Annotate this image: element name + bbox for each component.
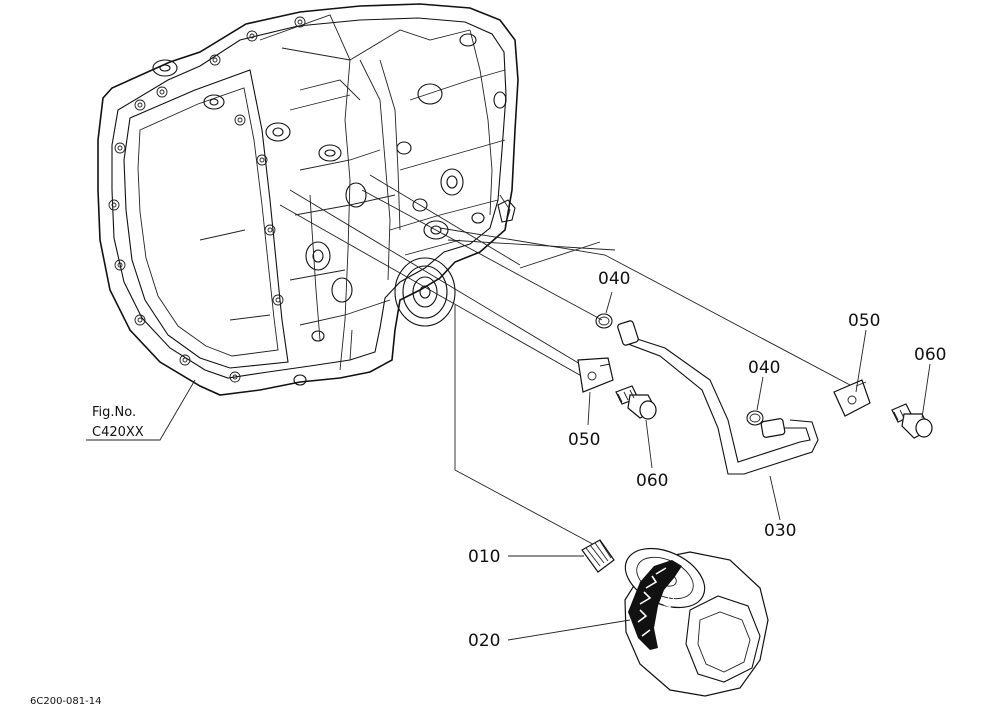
callout-010: 010 (468, 547, 500, 567)
fig-no-label: Fig.No. (92, 405, 136, 420)
callout-060-left: 060 (636, 471, 668, 491)
o-ring-040-right (746, 410, 764, 426)
callout-030: 030 (764, 521, 796, 541)
clamp-050-right (833, 379, 871, 417)
callout-labels: 040 040 050 060 050 060 030 010 020 (468, 269, 946, 651)
clamp-050-left (577, 357, 614, 393)
oil-pipe-030 (617, 320, 819, 475)
callout-040-left: 040 (598, 269, 630, 289)
callout-020: 020 (468, 631, 500, 651)
fig-code-label: C420XX (92, 425, 144, 440)
callout-050-left: 050 (568, 430, 600, 450)
callout-040-right: 040 (748, 358, 780, 378)
figure-reference: Fig.No. C420XX (86, 379, 196, 441)
callout-060-right: 060 (914, 345, 946, 365)
oil-filter-020: Kubota (624, 547, 769, 697)
part-callouts (507, 291, 931, 641)
bolt-060-right (891, 403, 933, 439)
callout-050-right: 050 (848, 311, 880, 331)
fitting-010 (581, 539, 615, 573)
transmission-case (97, 3, 519, 396)
o-ring-040-left (595, 313, 613, 329)
drawing-code: 6C200-081-14 (30, 696, 101, 707)
projection-lines (279, 174, 851, 549)
bolt-060-left (615, 385, 657, 420)
